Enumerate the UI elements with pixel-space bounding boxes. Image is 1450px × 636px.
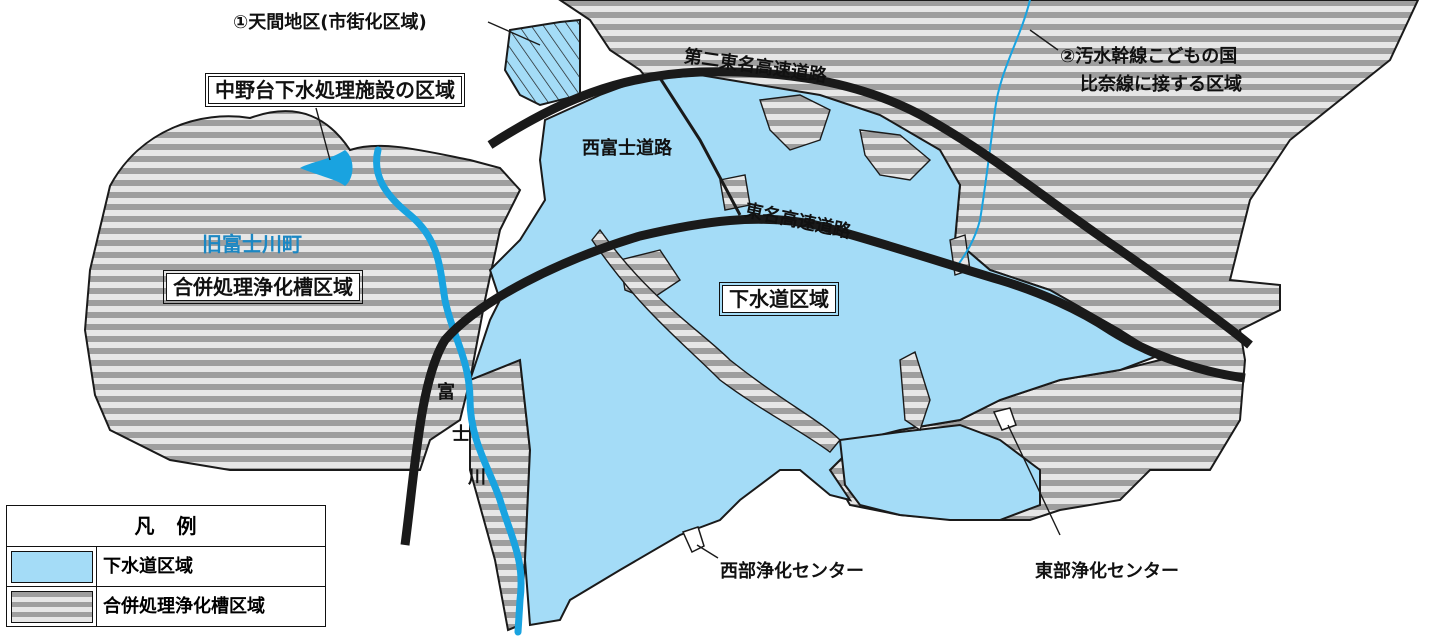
legend-title: 凡 例	[134, 514, 198, 538]
west-plant-marker	[681, 526, 705, 554]
kodomo-label-1: ②汚水幹線こどもの国	[1060, 46, 1238, 67]
legend-label: 合併処理浄化槽区域	[103, 596, 265, 617]
tomei-expressway	[400, 214, 1246, 546]
legend: 凡 例 下水道区域 合併処理浄化槽区域	[6, 505, 326, 627]
legend-item-sewer: 下水道区域	[7, 546, 325, 586]
west-center-label: 西部浄化センター	[720, 561, 864, 582]
nakanodai-leader	[315, 107, 331, 161]
septic-area-label: 合併処理浄化槽区域	[163, 270, 363, 304]
east-center-label: 東部浄化センター	[1035, 561, 1179, 582]
legend-divider	[96, 547, 97, 586]
fuji-river	[373, 146, 525, 636]
amama-label: ①天間地区(市街化区域)	[233, 12, 427, 33]
kodomo-label-2: 比奈線に接する区域	[1080, 74, 1242, 95]
old-town-label: 旧富士川町	[202, 232, 302, 256]
river-char-2: 士	[452, 424, 470, 445]
legend-swatch-septic	[11, 591, 93, 623]
kodomo-leader	[1029, 29, 1059, 51]
sewer-area-label: 下水道区域	[719, 282, 839, 316]
septic-islands	[591, 94, 971, 453]
legend-swatch-sewer	[11, 551, 93, 583]
nakanodai-label: 中野台下水処理施設の区域	[205, 73, 465, 107]
amama-district	[503, 18, 581, 107]
nakanodai-facility	[300, 150, 353, 186]
nishi-fuji-road-label: 西富士道路	[582, 138, 672, 159]
legend-divider	[96, 587, 97, 626]
nishi-fuji-road	[658, 77, 742, 216]
river-char-1: 富	[437, 382, 455, 403]
legend-item-septic: 合併処理浄化槽区域	[7, 586, 325, 626]
sewer-area-east	[838, 423, 1041, 521]
river-char-3: 川	[468, 467, 486, 488]
amama-leader	[487, 21, 541, 46]
east-plant-marker	[992, 407, 1017, 431]
west-plant-leader	[696, 544, 719, 559]
legend-label: 下水道区域	[103, 556, 193, 577]
east-plant-leader	[1007, 424, 1061, 536]
shin-tomei-expressway	[487, 67, 1253, 349]
